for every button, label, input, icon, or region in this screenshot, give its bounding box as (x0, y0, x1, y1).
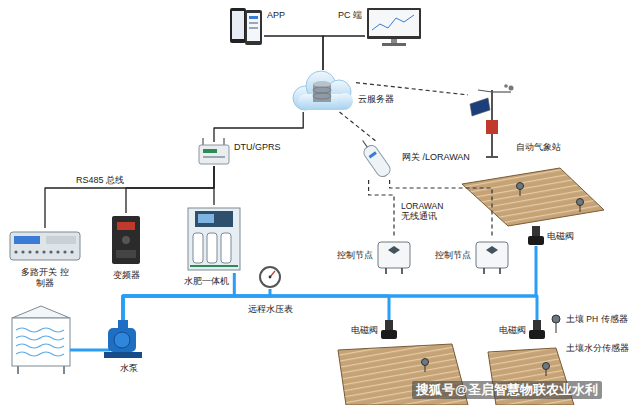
device-label: 远程水压表 (248, 304, 293, 315)
link-label: LORAWAN 无线通讯 (400, 201, 452, 221)
device-node: 自动气象站 (468, 82, 514, 158)
water-pipe (123, 296, 389, 320)
wireless-link (390, 180, 492, 238)
device-label: 网关 /LORAWAN (402, 152, 470, 163)
device-label: 水肥一体机 (184, 276, 229, 287)
device-label: DTU/GPRS (234, 142, 281, 153)
device-label: 变频器 (113, 270, 140, 281)
device-label: PC 端 (338, 10, 362, 21)
wireless-link (340, 112, 378, 142)
pressure-gauge-icon (260, 267, 280, 287)
device-node: 多路开关 控制器 (8, 228, 82, 264)
device-node: APP (228, 6, 264, 46)
device-label: 电磁阀 (547, 231, 574, 242)
device-node: 控制节点 (474, 238, 510, 272)
device-label: 水泵 (120, 363, 138, 374)
inverter-icon (112, 216, 140, 264)
device-node: 云服务器 (290, 70, 356, 112)
device-node: 水泵 (104, 320, 142, 360)
weather-station (470, 84, 514, 157)
water-tank (12, 306, 110, 374)
device-node: 控制节点 (376, 238, 412, 272)
field (338, 168, 604, 405)
sensor-label: 土壤 PH 传感器 (566, 314, 628, 324)
device-label: 云服务器 (358, 94, 394, 105)
device-node: 水肥一体机 (185, 205, 243, 273)
monitor-icon (367, 8, 421, 46)
gateway-icon (357, 137, 393, 179)
phone-icon (230, 8, 262, 45)
device-label: 电磁阀 (351, 325, 378, 336)
control-node-icon (378, 242, 508, 274)
cable (214, 112, 303, 142)
device-node: 电磁阀 (529, 320, 545, 340)
device-node: 网关 /LORAWAN (356, 142, 398, 180)
device-label: 多路开关 控制器 (20, 267, 70, 289)
cable (323, 36, 365, 70)
device-label: 自动气象站 (516, 142, 561, 153)
water-pipe (123, 246, 536, 320)
cloud-server (293, 71, 353, 110)
cable (45, 166, 214, 228)
device-node: PC 端 (365, 6, 423, 46)
wireless-link (356, 83, 468, 95)
switch-controller-icon (10, 232, 80, 260)
cable (126, 166, 214, 213)
cable (213, 166, 214, 205)
device-node: 电磁阀 (381, 320, 397, 340)
watermark: 搜狐号@圣启智慧物联农业水利 (412, 381, 602, 399)
device-label: 控制节点 (435, 250, 471, 261)
link-label: RS485 总线 (75, 175, 125, 186)
device-node: 电磁阀 (528, 226, 544, 246)
device-label: 电磁阀 (499, 325, 526, 336)
device-node: 远程水压表 (258, 265, 282, 289)
device-label: APP (267, 10, 285, 21)
fertigation-machine-icon (188, 208, 240, 270)
pump-icon (104, 320, 142, 358)
device-label: 控制节点 (337, 250, 373, 261)
cable (264, 36, 323, 70)
device-node: DTU/GPRS (197, 142, 231, 166)
solenoid-valve-icon (381, 226, 545, 339)
device-node: 变频器 (110, 213, 142, 267)
wireless-link (369, 180, 394, 238)
water-pipe (123, 296, 537, 320)
sensor-label: 土壤水分传感器 (566, 343, 629, 353)
